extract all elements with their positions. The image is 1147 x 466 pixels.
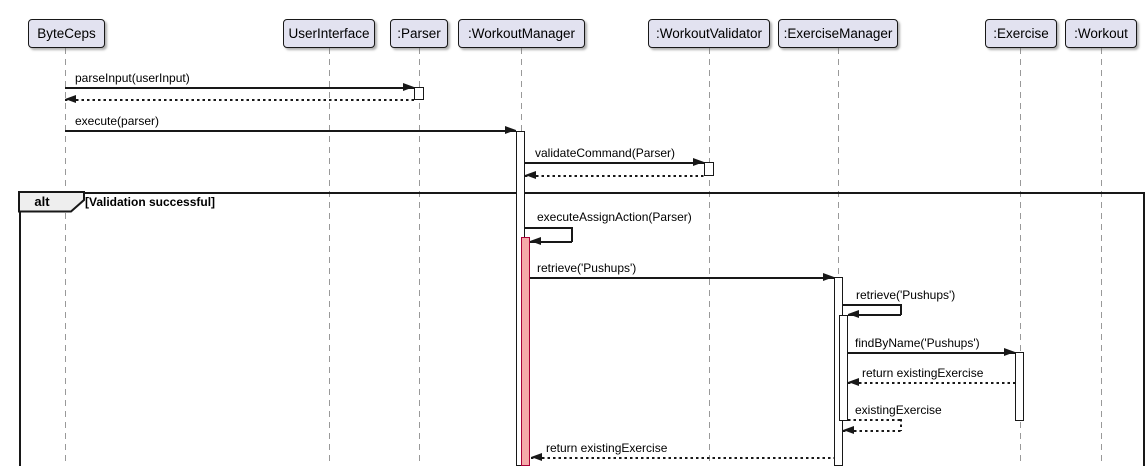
participant-workout: :Workout [1065, 19, 1137, 48]
message-arrowhead-8 [1004, 348, 1015, 356]
exercisemanager-nested-activation [839, 315, 848, 421]
message-arrowhead-6 [823, 273, 834, 281]
participant-userinterface: UserInterface [283, 19, 375, 48]
message-selfline-out-7 [843, 304, 901, 306]
participant-exercise: :Exercise [985, 19, 1057, 48]
message-line-8 [848, 352, 1015, 354]
participant-exercisemanager: :ExerciseManager [778, 19, 898, 48]
message-selfline-back-10 [843, 430, 901, 432]
message-selfline-back-7 [848, 314, 901, 316]
message-line-1 [65, 99, 414, 101]
lifeline-userinterface [329, 48, 330, 466]
message-line-3 [525, 162, 704, 164]
message-arrowhead-3 [693, 158, 704, 166]
message-arrowhead-2 [505, 126, 516, 134]
participant-parser: :Parser [390, 19, 448, 48]
parser-activation [414, 87, 424, 100]
lifeline-parser [419, 48, 420, 466]
message-line-4 [525, 175, 704, 177]
message-arrowhead-1 [65, 95, 76, 103]
message-arrowhead-4 [525, 171, 536, 179]
message-arrowhead-0 [403, 83, 414, 91]
participant-byteceps: ByteCeps [28, 19, 105, 48]
message-label-5: executeAssignAction(Parser) [537, 210, 692, 224]
message-arrowhead-9 [848, 378, 859, 386]
message-selfline-out-5 [525, 227, 572, 229]
lifeline-exercisemanager [838, 48, 839, 466]
message-line-0 [65, 87, 414, 89]
message-label-11: return existingExercise [546, 441, 668, 455]
message-selfline-vert-10 [900, 419, 902, 431]
lifeline-exercise [1020, 48, 1021, 466]
lifeline-workout [1101, 48, 1102, 466]
workoutvalidator-activation [704, 162, 714, 176]
message-selfline-out-10 [848, 419, 901, 421]
message-line-2 [65, 130, 516, 132]
message-arrowhead-11 [531, 453, 542, 461]
message-selfline-back-5 [530, 241, 572, 243]
message-line-9 [848, 382, 1015, 384]
exercise-activation [1015, 352, 1024, 421]
message-label-3: validateCommand(Parser) [535, 146, 676, 160]
lifeline-workoutvalidator [709, 48, 710, 466]
message-line-6 [530, 277, 834, 279]
message-label-2: execute(parser) [75, 114, 160, 128]
alt-pentagon-shape [18, 191, 85, 213]
participant-workoutmanager: :WorkoutManager [458, 19, 585, 48]
message-arrowhead-7 [848, 310, 859, 318]
alt-frame-pentagon [18, 191, 86, 213]
message-arrowhead-5 [530, 237, 541, 245]
message-label-7: retrieve('Pushups') [856, 288, 956, 302]
message-label-10: existingExercise [855, 403, 942, 417]
alt-frame-guard-label: [Validation successful] [85, 195, 216, 209]
message-arrowhead-10 [843, 426, 854, 434]
message-label-9: return existingExercise [862, 366, 984, 380]
message-selfline-vert-7 [900, 304, 902, 315]
participant-workoutvalidator: :WorkoutValidator [648, 19, 770, 48]
message-label-6: retrieve('Pushups') [537, 261, 637, 275]
alt-frame-operator-label: alt [34, 194, 50, 209]
lifeline-byteceps [65, 48, 66, 466]
alt-frame [19, 192, 1145, 466]
message-line-11 [531, 457, 834, 459]
message-label-0: parseInput(userInput) [75, 71, 190, 85]
workoutmanager-highlight-activation [521, 237, 530, 466]
message-selfline-vert-5 [571, 227, 573, 242]
message-label-8: findByName('Pushups') [855, 336, 980, 350]
